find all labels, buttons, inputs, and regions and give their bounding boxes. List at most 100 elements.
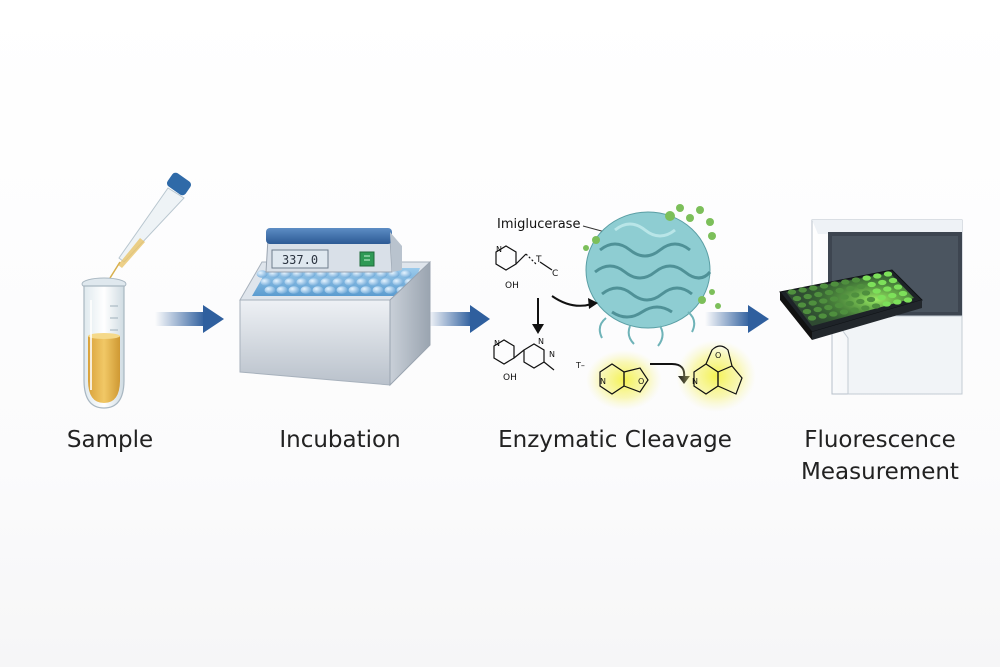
fluorophore-molecule-1 (599, 363, 649, 395)
temperature-readout: 337.0 (282, 253, 318, 267)
water-bead (308, 278, 320, 286)
water-bead (356, 278, 368, 286)
plate-well (803, 293, 812, 300)
plate-well (819, 283, 829, 289)
flow-arrow-1 (155, 305, 224, 333)
water-bead (312, 286, 324, 294)
water-bead (372, 286, 384, 294)
atom-o-1: O (638, 377, 644, 386)
fluorophore-molecule-2 (693, 345, 743, 395)
plate-well (846, 285, 855, 292)
atom-oh-1: OH (505, 281, 519, 291)
plate-well (819, 298, 828, 304)
plate-well (840, 294, 849, 300)
plate-well (898, 290, 908, 297)
fluorescence-label-line-1: Fluorescence (804, 427, 956, 453)
plate-well (867, 281, 876, 288)
atom-c-1: C (552, 269, 558, 279)
enzyme-label: Imiglucerase (497, 217, 580, 232)
power-indicator (359, 251, 375, 267)
plate-well (893, 299, 902, 305)
plate-well (830, 281, 839, 287)
water-bead (400, 270, 412, 278)
substrate-molecule (495, 245, 553, 271)
atom-n-4: N (549, 350, 555, 359)
flow-arrow-3 (705, 305, 769, 333)
plate-well (807, 315, 817, 321)
atom-t-1: T (535, 255, 542, 265)
sample-tube-illustration (81, 172, 192, 409)
plate-well (797, 302, 807, 308)
plate-well (871, 303, 881, 309)
atom-o-2: O (715, 351, 721, 360)
water-bead (260, 278, 272, 286)
plate-well (872, 288, 881, 294)
plate-well (861, 290, 871, 296)
water-bead (384, 286, 396, 294)
plate-reader-illustration (779, 219, 963, 395)
flow-arrow-2 (427, 305, 490, 333)
water-bead (296, 278, 308, 286)
atom-n-3: N (538, 337, 544, 346)
water-bead (332, 278, 344, 286)
enzyme-structure (583, 204, 721, 347)
plate-well (856, 283, 866, 290)
plate-well (818, 313, 827, 319)
plate-well (829, 296, 839, 302)
step-label-incubation: Incubation (279, 427, 401, 453)
atom-t-minus: T– (575, 361, 585, 370)
water-bead (392, 278, 404, 286)
plate-well (851, 292, 860, 298)
plate-well (802, 308, 812, 315)
plate-well (850, 307, 859, 313)
plate-well (835, 287, 844, 294)
water-bead (360, 286, 372, 294)
plate-well (845, 300, 854, 307)
step-label-fluorescence-measurement: Fluorescence Measurement (780, 424, 980, 488)
plate-well (888, 277, 898, 284)
plate-well (792, 295, 802, 302)
reaction-arrow-down (532, 298, 544, 334)
plate-well (839, 309, 849, 315)
sample-liquid (88, 336, 120, 403)
step-label-sample: Sample (66, 427, 154, 453)
water-bead (380, 278, 392, 286)
atom-n-2: N (494, 339, 500, 348)
plate-well (883, 286, 892, 292)
plate-well (866, 296, 876, 303)
water-bead (300, 286, 312, 294)
water-bead (284, 278, 296, 286)
plate-well (862, 275, 871, 281)
reaction-arrow-to-enzyme (551, 295, 598, 309)
water-bead (256, 270, 268, 278)
plate-well (893, 284, 903, 290)
water-bead (336, 286, 348, 294)
pipette-icon (109, 172, 192, 279)
plate-well (882, 301, 891, 307)
water-bead (264, 286, 276, 294)
plate-well (888, 292, 897, 299)
plate-well (861, 305, 870, 311)
enzymatic-cleavage-illustration: Imiglucerase N OH T (493, 204, 756, 412)
plate-well (809, 285, 818, 291)
plate-well (798, 287, 807, 293)
water-bead (320, 278, 332, 286)
water-bead (324, 286, 336, 294)
plate-well (851, 277, 861, 283)
atom-oh-2: OH (503, 373, 517, 383)
plate-well (824, 304, 833, 311)
plate-well (878, 279, 887, 286)
plate-well (877, 294, 886, 301)
plate-well (824, 289, 834, 296)
water-bead (348, 286, 360, 294)
plate-well (829, 311, 838, 317)
atom-n-5: N (600, 377, 606, 386)
plate-well (808, 300, 817, 306)
water-bead (344, 278, 356, 286)
water-bead (368, 278, 380, 286)
plate-well (883, 271, 893, 277)
product-molecule (493, 339, 555, 371)
step-label-enzymatic-cleavage: Enzymatic Cleavage (498, 427, 732, 453)
plate-well (834, 302, 844, 309)
